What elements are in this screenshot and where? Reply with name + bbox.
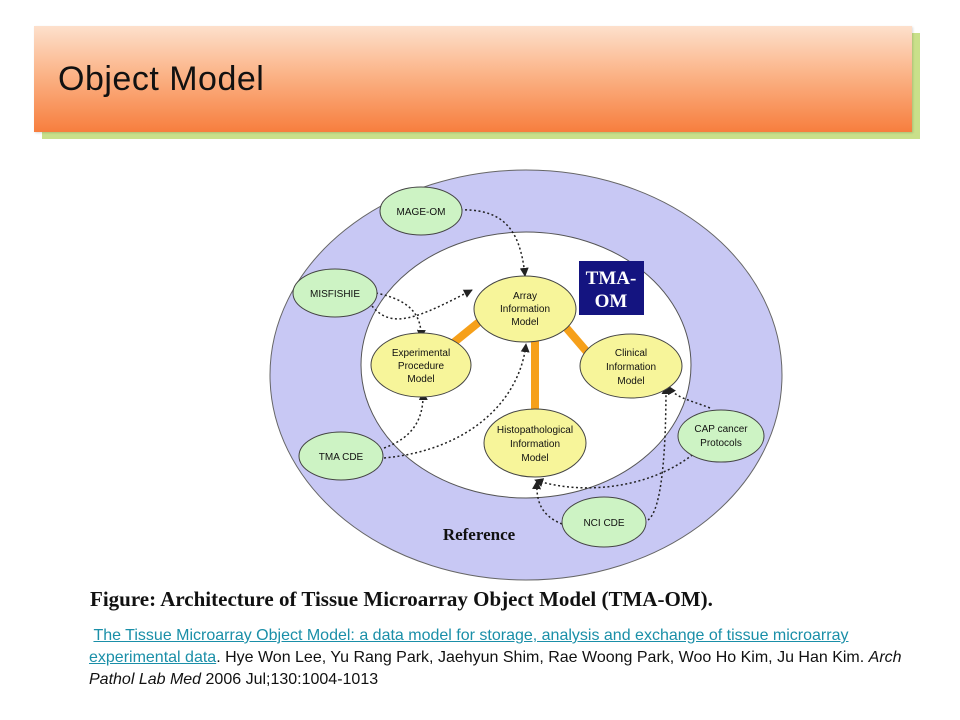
- node-line: NCI CDE: [583, 518, 624, 529]
- node-shape: [379, 186, 463, 236]
- arrow-ncicde-to-histopath: [532, 480, 563, 525]
- article-link[interactable]: The Tissue Microarray Object Model: a da…: [89, 627, 849, 666]
- node-line: Experimental: [392, 348, 450, 359]
- badge-line: OM: [595, 291, 628, 312]
- citation: The Tissue Microarray Object Model: a da…: [89, 625, 909, 691]
- arrow-misfishie-extra: [371, 289, 473, 320]
- node-shape: [370, 332, 472, 398]
- node-line: Array: [513, 291, 537, 302]
- node-line: TMA CDE: [319, 452, 364, 463]
- arrow-ncicde-to-clinical: [647, 385, 671, 521]
- node-line: Procedure: [398, 361, 445, 372]
- node-shape: [298, 431, 384, 481]
- citation-journal: Arch Pathol Lab Med: [89, 649, 902, 688]
- node-line: CAP cancer: [694, 424, 748, 435]
- reference-label: Reference: [443, 525, 516, 544]
- node-line: Model: [617, 376, 644, 387]
- citation-details: 2006 Jul;130:1004-1013: [201, 671, 379, 688]
- figure-caption: Figure: Architecture of Tissue Microarra…: [90, 587, 713, 611]
- node-line: Information: [606, 362, 656, 373]
- node-shape: [483, 408, 587, 478]
- node-experimental-procedure-model: Experimental Procedure Model: [370, 332, 472, 398]
- arrow-misfishie-to-experimental: [375, 292, 426, 339]
- node-cap-cancer-protocols: CAP cancer Protocols: [677, 409, 765, 463]
- node-shape: [561, 496, 647, 548]
- node-mage-om: MAGE-OM: [379, 186, 463, 236]
- arrow-tmacde-to-array: [383, 343, 530, 459]
- node-line: Histopathological: [497, 425, 573, 436]
- node-shape: [579, 333, 683, 399]
- node-line: Model: [511, 317, 538, 328]
- arrow-cap-to-clinical: [667, 385, 711, 409]
- citation-authors: . Hye Won Lee, Yu Rang Park, Jaehyun Shi…: [216, 649, 869, 666]
- node-line: Model: [521, 453, 548, 464]
- badge-line: TMA-: [586, 268, 637, 289]
- node-shape: [292, 268, 378, 318]
- node-histopathological-information-model: Histopathological Information Model: [483, 408, 587, 478]
- node-shape: [677, 409, 765, 463]
- node-line: Protocols: [700, 438, 742, 449]
- badge-box: [579, 261, 644, 315]
- node-line: MISFISHIE: [310, 289, 360, 300]
- slide-title: Object Model: [58, 60, 265, 98]
- connector-array-clinical: [559, 321, 591, 355]
- node-line: Information: [510, 439, 560, 450]
- node-line: MAGE-OM: [397, 207, 446, 218]
- reference-arrows: [371, 209, 711, 525]
- node-clinical-information-model: Clinical Information Model: [579, 333, 683, 399]
- node-misfishie: MISFISHIE: [292, 268, 378, 318]
- arrow-tmacde-to-experimental: [383, 391, 428, 449]
- node-line: Model: [407, 374, 434, 385]
- node-line: Information: [500, 304, 550, 315]
- arrow-mage-to-array: [455, 209, 529, 277]
- tma-om-badge: TMA- OM: [579, 261, 644, 315]
- node-nci-cde: NCI CDE: [561, 496, 647, 548]
- title-bar: Object Model: [34, 26, 912, 132]
- node-shape: [473, 275, 577, 343]
- node-line: Clinical: [615, 348, 647, 359]
- node-array-information-model: Array Information Model: [473, 275, 577, 343]
- node-tma-cde: TMA CDE: [298, 431, 384, 481]
